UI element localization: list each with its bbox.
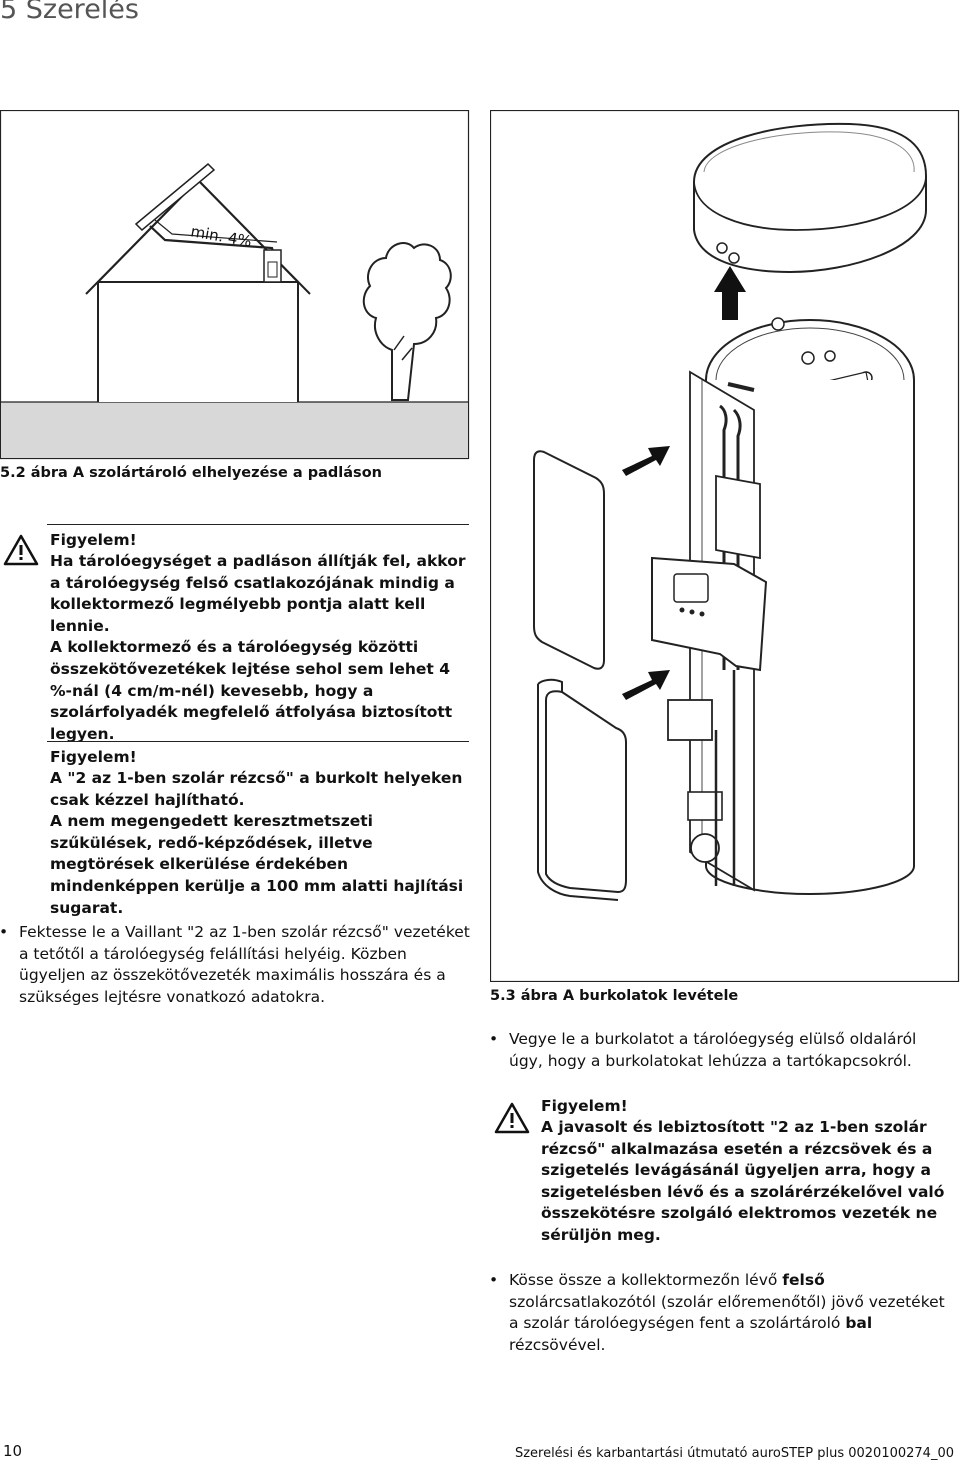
bullet-marker: • <box>489 1030 499 1048</box>
figure-storage-tank <box>489 109 960 983</box>
figure-53-caption-text: A burkolatok levétele <box>562 988 739 1004</box>
warning-2-rule <box>47 741 469 742</box>
bullet-marker: • <box>0 922 8 944</box>
warning-triangle-icon <box>3 534 39 570</box>
bullet-1-text: Fektesse le a Vaillant "2 az 1-ben szolá… <box>19 923 470 1006</box>
figure-attic: min. 4% <box>0 109 470 460</box>
warning-1-text: Ha tárolóegységet a padláson állítják fe… <box>50 552 466 635</box>
storage-tank-illustration <box>489 109 960 983</box>
bullet-item-2: • Vegye le a burkolatot a tárolóegység e… <box>489 1029 955 1072</box>
bullet-marker: • <box>489 1271 499 1289</box>
warning-2: Figyelem! A "2 az 1-ben szolár rézcső" a… <box>50 747 470 919</box>
section-header: 5 Szerelés <box>0 0 139 25</box>
warning-1-text-2: A kollektormező és a tárolóegység között… <box>50 638 453 743</box>
bullet-item-3: • Kösse össze a kollektormezőn lévő fels… <box>489 1270 955 1356</box>
bullet-3-emphasis-top: felső <box>782 1271 825 1289</box>
warning-1: Figyelem! Ha tárolóegységet a padláson á… <box>50 530 470 745</box>
bullet-3-emphasis-left: bal <box>845 1314 873 1333</box>
attic-illustration: min. 4% <box>0 109 470 460</box>
page-number: 10 <box>3 1442 23 1460</box>
warning-2-text: A "2 az 1-ben szolár rézcső" a burkolt h… <box>50 769 463 809</box>
figure-52-caption: 5.2 ábra A szolártároló elhelyezése a pa… <box>0 465 382 481</box>
bullet-3-text-c: szolárcsatlakozótól (szolár előremenőtől… <box>509 1292 945 1333</box>
warning-triangle-icon <box>494 1102 530 1138</box>
warning-3-title: Figyelem! <box>541 1097 628 1115</box>
warning-1-title: Figyelem! <box>50 531 137 549</box>
bullet-2-text: Vegye le a burkolatot a tárolóegység elü… <box>509 1030 917 1070</box>
warning-3-text: A javasolt és lebiztosított "2 az 1-ben … <box>541 1118 945 1244</box>
bullet-3-text-a: Kösse össze a kollektormezőn lévő <box>509 1271 783 1289</box>
footer-doc-title: Szerelési és karbantartási útmutató auro… <box>514 1446 954 1461</box>
figure-53-caption-number: 5.3 ábra <box>490 988 558 1004</box>
figure-52-caption-number: 5.2 ábra <box>0 465 68 481</box>
bullet-3-text-e: rézcsövével. <box>509 1335 606 1354</box>
bullet-item-1: • Fektesse le a Vaillant "2 az 1-ben szo… <box>0 922 471 1008</box>
warning-1-rule <box>47 524 469 525</box>
figure-52-caption-text: A szolártároló elhelyezése a padláson <box>72 465 382 481</box>
warning-2-title: Figyelem! <box>50 748 137 766</box>
warning-3: Figyelem! A javasolt és lebiztosított "2… <box>541 1096 951 1247</box>
figure-53-caption: 5.3 ábra A burkolatok levétele <box>490 988 738 1004</box>
warning-2-text-2: A nem megengedett keresztmetszeti szűkül… <box>50 812 464 917</box>
